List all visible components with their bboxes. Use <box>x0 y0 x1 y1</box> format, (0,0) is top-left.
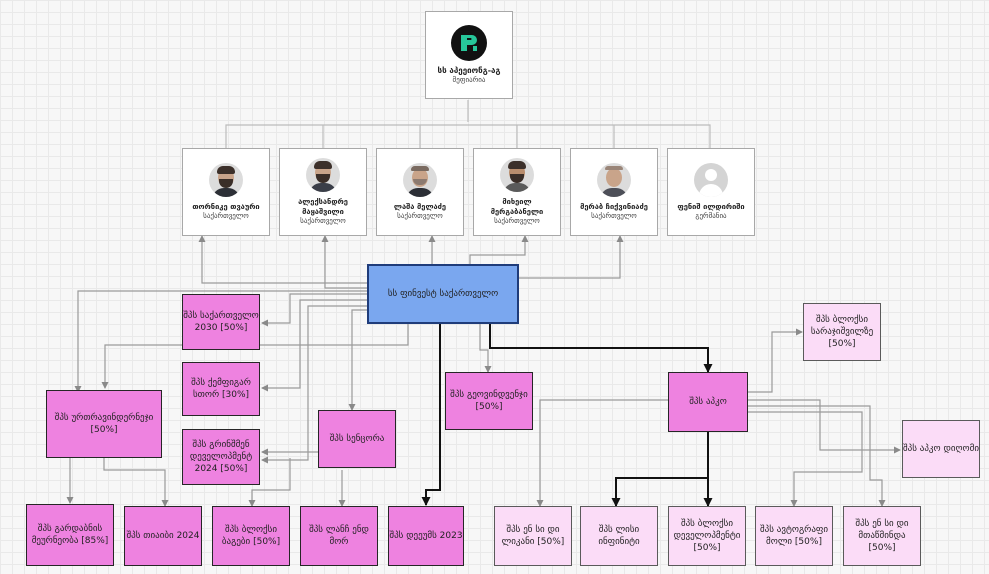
entity-blocks-sarajishvili[interactable]: შპს ბლოქსი სარაჯიშვილზე [50%] <box>803 303 881 361</box>
entity-apko[interactable]: შპს აპკო <box>668 372 748 432</box>
root-company-name: სს აპეეიონგ-აგ <box>437 65 501 75</box>
entity-label: შპს ენ სი დი მთაწმინდა [50%] <box>855 518 909 554</box>
person-card-6[interactable]: ფენიშ ილდირიში გერმანია <box>667 148 755 236</box>
entity-georgia-2030[interactable]: შპს საქართველო 2030 [50%] <box>182 294 260 350</box>
entity-label: შპს სენცორა <box>329 433 385 444</box>
entity-label: შპს ბლოქსი ბაგები [50%] <box>221 524 281 547</box>
entity-green-development[interactable]: შპს გრინშმენ დეველოპმენტ 2024 [50%] <box>182 429 260 485</box>
person-card-3[interactable]: ლაშა მელაძე საქართველო <box>376 148 464 236</box>
entity-blocks-development[interactable]: შპს ბლოქსი დეველოპმენტი [50%] <box>668 506 746 566</box>
entity-label: შპს გეოვინდვენჯი [50%] <box>450 389 528 412</box>
entity-geoventures[interactable]: შპს გეოვინდვენჯი [50%] <box>445 372 533 430</box>
entity-quantum-store[interactable]: შპს ქემფიგარ სთორ [30%] <box>182 362 260 416</box>
person-country: გერმანია <box>695 211 727 220</box>
root-company-role: მეფიარია <box>452 75 486 84</box>
hub-company-node[interactable]: სს ფინვესტ საქართველო <box>367 264 519 324</box>
person-country: საქართველო <box>300 216 346 225</box>
hub-company-label: სს ფინვესტ საქართველო <box>387 288 499 299</box>
person-country: საქართველო <box>203 211 249 220</box>
entity-label: შპს გარდაბნის მეურნეობა [85%] <box>31 523 109 546</box>
entity-label: შპს ენ სი დი ლიკანი [50%] <box>501 524 565 547</box>
person-photo <box>403 162 437 197</box>
person-photo <box>500 158 534 193</box>
entity-label: შპს ურთრავინდერნეჯი [50%] <box>54 412 154 435</box>
entity-label: შპს ავტოგრაფი მოლი [50%] <box>760 524 828 547</box>
entity-apko-digomi[interactable]: შპს აპკო დიღომი <box>902 420 980 478</box>
person-country: საქართველო <box>494 216 540 225</box>
person-name: მერაბ ჩიქვინიაძე <box>580 201 648 211</box>
entity-label: შპს ქემფიგარ სთორ [30%] <box>191 377 251 400</box>
person-country: საქართველო <box>591 211 637 220</box>
person-card-4[interactable]: მიხეილ მერგაბანელი საქართველო <box>473 148 561 236</box>
entity-label: შპს აპკო დიღომი <box>903 443 979 454</box>
entity-label: შპს ლანჩ ენდ მორ <box>309 524 369 547</box>
entity-ensi-likani[interactable]: შპს ენ სი დი ლიკანი [50%] <box>494 506 572 566</box>
entity-label: შპს ბლოქსი სარაჯიშვილზე [50%] <box>810 314 874 350</box>
entity-label: შპს აპკო <box>689 396 727 407</box>
entity-gardabani-farm[interactable]: შპს გარდაბნის მეურნეობა [85%] <box>26 504 114 566</box>
person-photo <box>209 162 243 197</box>
company-logo-icon <box>451 24 487 61</box>
entity-label: შპს საქართველო 2030 [50%] <box>183 310 259 333</box>
entity-label: შპს ბლოქსი დეველოპმენტი [50%] <box>673 518 741 554</box>
entity-label: შპს თიაიბი 2024 <box>126 530 200 541</box>
person-name: მიხეილ მერგაბანელი <box>490 197 544 216</box>
person-card-5[interactable]: მერაბ ჩიქვინიაძე საქართველო <box>570 148 658 236</box>
person-photo <box>597 162 631 197</box>
entity-tianbi-2024[interactable]: შპს თიაიბი 2024 <box>124 506 202 566</box>
entity-urban-ventures[interactable]: შპს ურთრავინდერნეჯი [50%] <box>46 390 162 458</box>
entity-ensi-mtatsminda[interactable]: შპს ენ სი დი მთაწმინდა [50%] <box>843 506 921 566</box>
person-country: საქართველო <box>397 211 443 220</box>
person-name: ალექსანდრე მაყაშვილი <box>298 197 348 216</box>
person-name: ლაშა მელაძე <box>393 201 447 211</box>
person-name: თორნიკე თვაური <box>192 201 260 211</box>
entity-label: შპს დეეუმს 2023 <box>389 530 463 541</box>
root-company-card[interactable]: სს აპეეიონგ-აგ მეფიარია <box>425 11 513 99</box>
entity-lisi-infinity[interactable]: შპს ლისი ინფინიტი <box>580 506 658 566</box>
person-name: ფენიშ ილდირიში <box>677 201 745 211</box>
entity-sensora[interactable]: შპს სენცორა <box>318 410 396 468</box>
entity-autograph-mall[interactable]: შპს ავტოგრაფი მოლი [50%] <box>755 506 833 566</box>
entity-dreams-2023[interactable]: შპს დეეუმს 2023 <box>388 506 464 566</box>
entity-blocks-bagebi[interactable]: შპს ბლოქსი ბაგები [50%] <box>212 506 290 566</box>
user-placeholder-icon <box>694 162 728 197</box>
person-card-1[interactable]: თორნიკე თვაური საქართველო <box>182 148 270 236</box>
entity-label: შპს გრინშმენ დეველოპმენტ 2024 [50%] <box>189 439 253 475</box>
entity-lane-more[interactable]: შპს ლანჩ ენდ მორ <box>300 506 378 566</box>
person-card-2[interactable]: ალექსანდრე მაყაშვილი საქართველო <box>279 148 367 236</box>
person-photo <box>306 158 340 193</box>
entity-label: შპს ლისი ინფინიტი <box>598 524 640 547</box>
